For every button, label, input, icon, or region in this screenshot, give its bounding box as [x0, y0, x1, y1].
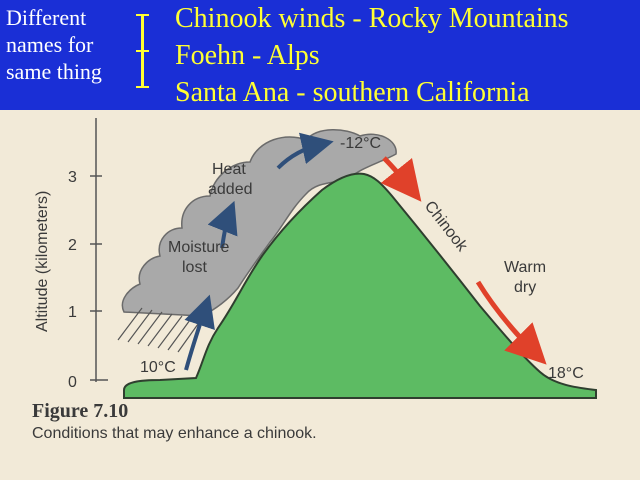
rising-air-arrow-mid	[207, 200, 238, 249]
rising-air-arrow-top	[276, 132, 334, 170]
wind-names-list: Chinook winds - Rocky Mountains Foehn - …	[175, 0, 569, 111]
slide-header: Different names for same thing Chinook w…	[0, 0, 640, 110]
moisture-lost-label-2: lost	[182, 259, 207, 276]
wind-name-chinook: Chinook winds - Rocky Mountains	[175, 3, 569, 34]
warm-dry-label-2: dry	[514, 279, 536, 296]
descending-air-arrow-top	[380, 156, 422, 202]
divider-tick-mid	[136, 50, 149, 52]
side-note: Different names for same thing	[6, 4, 136, 85]
side-note-line-3: same thing	[6, 59, 102, 84]
start-temp-label: 10°C	[140, 359, 176, 376]
end-temp-label: 18°C	[548, 365, 584, 382]
figure-caption-title: Figure 7.10	[32, 400, 129, 422]
moisture-lost-label-1: Moisture	[168, 239, 229, 256]
y-tick-label-2: 2	[68, 237, 77, 254]
figure-caption-text: Conditions that may enhance a chinook.	[32, 425, 317, 442]
divider-tick-top	[136, 14, 149, 16]
summit-temp-label: -12°C	[340, 135, 381, 152]
wind-name-foehn: Foehn - Alps	[175, 40, 320, 71]
figure-caption: Figure 7.10 Conditions that may enhance …	[32, 400, 317, 443]
side-note-line-1: Different	[6, 5, 87, 30]
side-note-line-2: names for	[6, 32, 94, 57]
y-tick-label-1: 1	[68, 304, 77, 321]
chinook-diagram: 0 1 2 3 Altitude (kilometers) 10°C Moist…	[34, 118, 597, 399]
y-axis-label: Altitude (kilometers)	[34, 191, 51, 332]
heat-added-label-2: added	[208, 181, 253, 198]
descending-air-arrow-low	[475, 280, 547, 365]
chinook-figure: 0 1 2 3 Altitude (kilometers) 10°C Moist…	[0, 110, 640, 480]
rising-air-arrow-low	[184, 294, 215, 371]
wind-name-santa-ana: Santa Ana - southern California	[175, 77, 530, 108]
y-tick-label-3: 3	[68, 169, 77, 186]
divider-tick-bottom	[136, 86, 149, 88]
cloud	[121, 129, 397, 317]
warm-dry-label-1: Warm	[504, 259, 546, 276]
y-tick-label-0: 0	[68, 374, 77, 391]
heat-added-label-1: Heat	[212, 161, 246, 178]
